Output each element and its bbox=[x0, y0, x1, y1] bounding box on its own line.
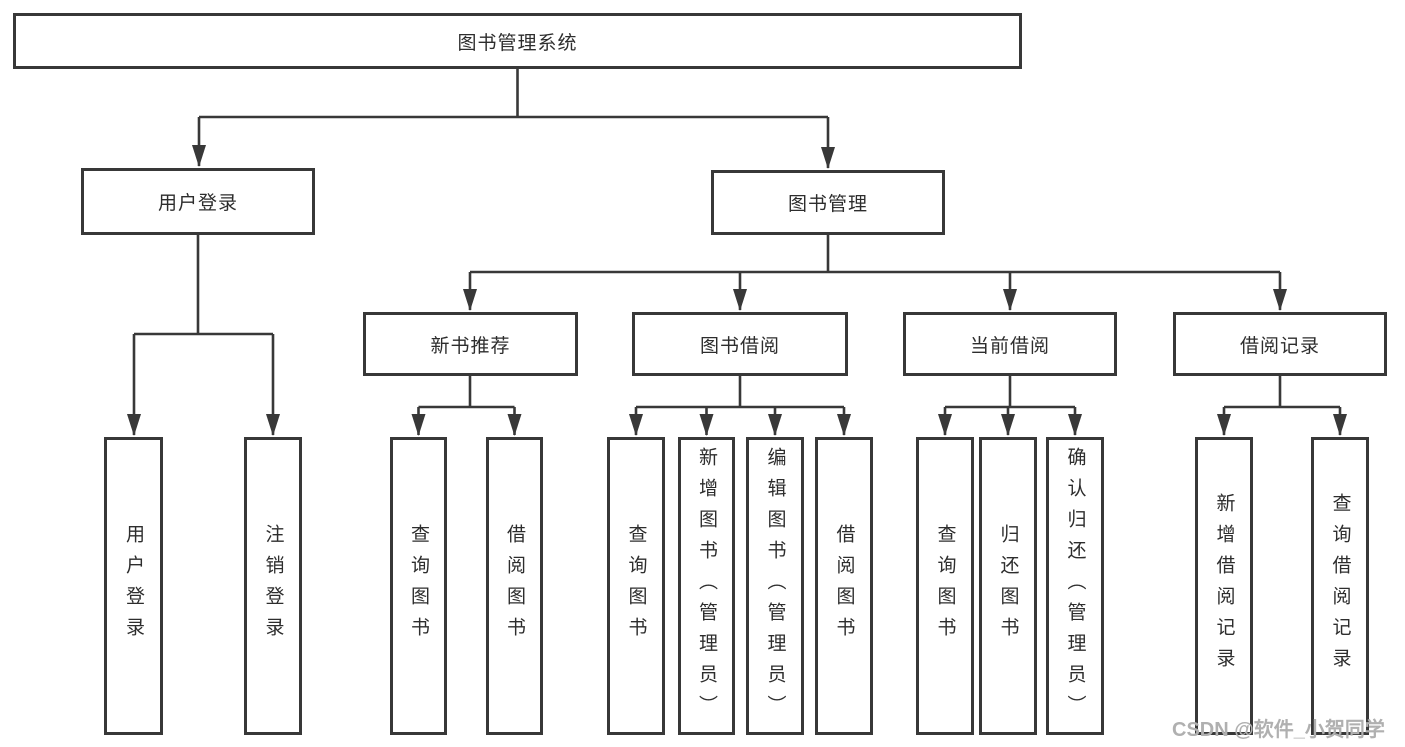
leaf-user-login: 用户登录 bbox=[104, 437, 163, 735]
leaf-add-books-admin: 新增图书（管理员） bbox=[678, 437, 735, 735]
node-user-login: 用户登录 bbox=[81, 168, 315, 235]
node-book-management: 图书管理 bbox=[711, 170, 945, 235]
csdn-watermark: CSDN @软件_小贺同学 bbox=[1172, 719, 1385, 741]
leaf-logout: 注销登录 bbox=[244, 437, 302, 735]
node-label: 借阅图书 bbox=[833, 524, 855, 648]
leaf-borrow-books: 借阅图书 bbox=[486, 437, 543, 735]
node-label: 借阅图书 bbox=[504, 524, 525, 648]
node-label: 新增借阅记录 bbox=[1213, 493, 1235, 679]
node-label: 注销登录 bbox=[262, 524, 284, 648]
node-label: 查询图书 bbox=[625, 524, 647, 648]
node-new-book-recommendation: 新书推荐 bbox=[363, 312, 578, 376]
leaf-confirm-return-admin: 确认归还（管理员） bbox=[1046, 437, 1104, 735]
leaf-query-books: 查询图书 bbox=[390, 437, 447, 735]
node-label: 用户登录 bbox=[157, 193, 238, 214]
leaf-query-borrow-record: 查询借阅记录 bbox=[1311, 437, 1369, 735]
node-label: 新增图书（管理员） bbox=[696, 446, 717, 726]
node-label: 图书借阅 bbox=[699, 335, 780, 357]
node-label: 当前借阅 bbox=[969, 335, 1050, 357]
node-label: 新书推荐 bbox=[430, 335, 511, 357]
node-label: 查询图书 bbox=[408, 524, 429, 648]
node-label: 借阅记录 bbox=[1239, 335, 1320, 357]
leaf-add-borrow-record: 新增借阅记录 bbox=[1195, 437, 1253, 735]
node-label: 归还图书 bbox=[997, 524, 1019, 648]
node-label: 编辑图书（管理员） bbox=[764, 446, 786, 726]
node-label: 用户登录 bbox=[123, 524, 144, 648]
node-current-borrowing: 当前借阅 bbox=[903, 312, 1117, 376]
node-label: 确认归还（管理员） bbox=[1064, 446, 1086, 726]
node-label: 查询借阅记录 bbox=[1329, 493, 1351, 679]
leaf-query-books: 查询图书 bbox=[607, 437, 665, 735]
leaf-edit-books-admin: 编辑图书（管理员） bbox=[746, 437, 804, 735]
node-label: 图书管理 bbox=[787, 194, 868, 215]
node-label: 查询图书 bbox=[934, 524, 956, 648]
node-borrowing-records: 借阅记录 bbox=[1173, 312, 1387, 376]
leaf-borrow-books: 借阅图书 bbox=[815, 437, 873, 735]
node-label: 图书管理系统 bbox=[457, 32, 578, 54]
node-library-management-system: 图书管理系统 bbox=[13, 13, 1022, 69]
leaf-query-books: 查询图书 bbox=[916, 437, 974, 735]
leaf-return-books: 归还图书 bbox=[979, 437, 1037, 735]
node-book-borrowing: 图书借阅 bbox=[632, 312, 848, 376]
